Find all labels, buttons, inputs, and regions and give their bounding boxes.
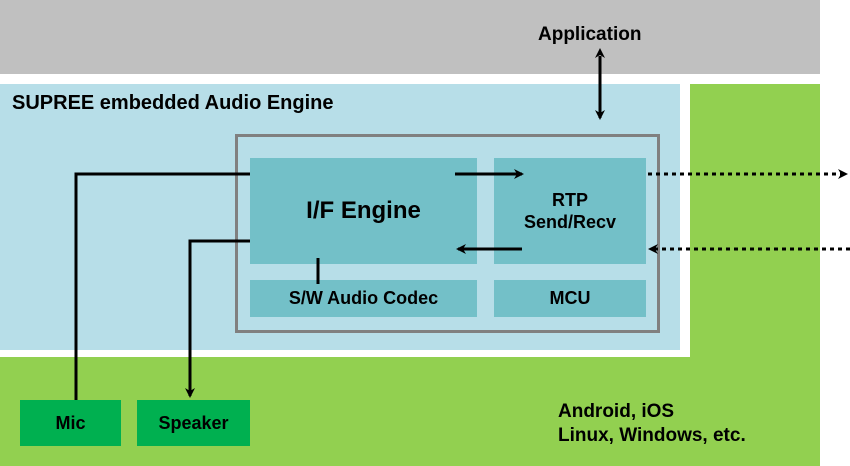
if-engine-block: I/F Engine — [250, 158, 477, 264]
mic-box: Mic — [20, 400, 121, 446]
application-label: Application — [538, 24, 642, 45]
mic-line — [74, 172, 250, 400]
audio-codec-block: S/W Audio Codec — [250, 280, 477, 317]
engine-core-frame — [235, 134, 660, 333]
speaker-box: Speaker — [137, 400, 250, 446]
os-label: Android, iOS Linux, Windows, etc. — [558, 401, 746, 446]
application-layer — [0, 0, 820, 74]
os-layer-bottom — [0, 357, 820, 466]
speaker-line — [185, 239, 250, 398]
engine-title: SUPREE embedded Audio Engine — [12, 92, 334, 114]
mcu-block: MCU — [494, 280, 646, 317]
